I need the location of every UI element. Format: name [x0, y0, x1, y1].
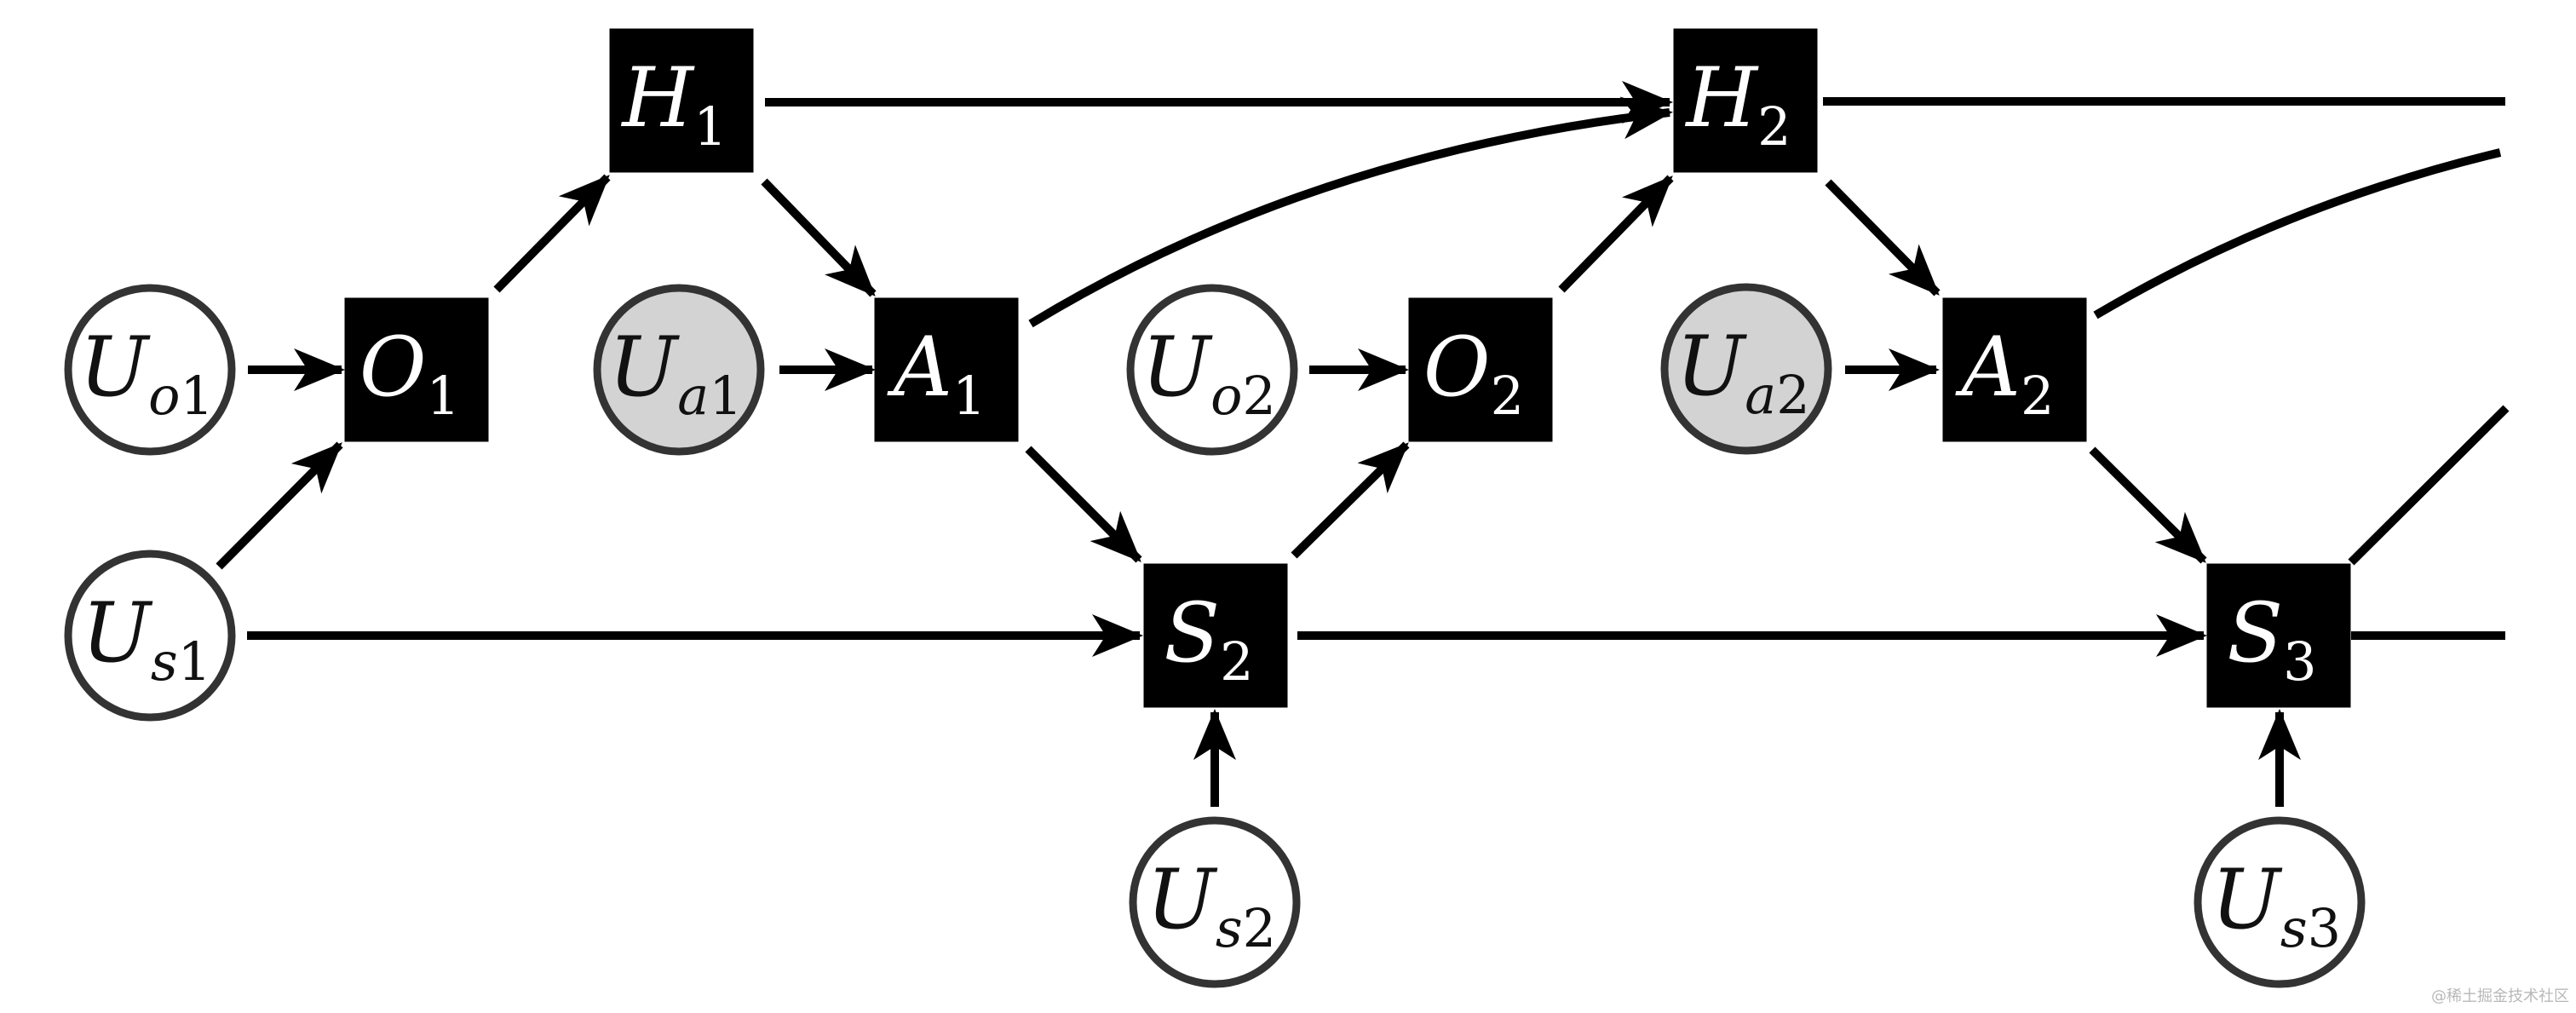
node-label-subscript-letter: a	[677, 365, 709, 427]
node-label-subscript-index: 2	[1242, 365, 1275, 427]
edge-a2-to-continues	[2093, 148, 2502, 319]
node-label-subscript-letter: s	[2280, 897, 2308, 959]
node-label-subscript-index: 2	[1776, 364, 1809, 426]
edge-s3-to-continues-up	[2348, 405, 2510, 566]
node-h2: H2	[1673, 28, 1818, 173]
node-us1: Us1	[64, 550, 236, 722]
node-label-subscript-index: 1	[427, 365, 460, 427]
edge-h2-to-a2	[1825, 179, 1941, 296]
node-label-subscript-index: 3	[2283, 630, 2316, 693]
edges-layer	[216, 81, 2510, 807]
node-label-subscript-index: 1	[178, 630, 211, 693]
node-label: H2	[1684, 50, 1791, 158]
node-label: A1	[887, 319, 986, 427]
node-o1: O1	[344, 297, 489, 442]
node-label-subscript-index: 1	[180, 365, 213, 427]
node-o2: O2	[1408, 297, 1553, 442]
node-label-main: U	[1147, 852, 1218, 947]
shaded-node-circle	[1660, 283, 1832, 455]
node-s2: S2	[1143, 563, 1288, 708]
node-box	[874, 297, 1019, 442]
node-uo2: Uo2	[1126, 284, 1298, 456]
node-box	[1942, 297, 2087, 442]
node-label: A2	[1955, 319, 2055, 427]
node-label-subscript-letter: o	[1210, 365, 1242, 427]
node-ua1: Ua1	[593, 284, 765, 456]
node-label-subscript-index: 1	[952, 365, 986, 427]
node-a1: A1	[874, 297, 1019, 442]
node-label: O2	[1423, 319, 1524, 427]
node-label-main: H	[620, 50, 695, 146]
node-label-main: U	[1676, 319, 1747, 414]
node-label: Ua1	[608, 319, 742, 427]
node-label: S3	[2227, 585, 2316, 693]
node-box	[609, 28, 754, 173]
node-box	[1408, 297, 1553, 442]
node-label-main: A	[1955, 319, 2021, 415]
node-box	[2206, 563, 2351, 708]
edge-a1-to-s2	[1025, 446, 1142, 563]
node-uo1: Uo1	[64, 284, 236, 456]
node-a2: A2	[1942, 297, 2087, 442]
node-label-subscript-letter: o	[148, 365, 180, 427]
edge-s2-to-o2	[1291, 441, 1410, 559]
node-us2: Us2	[1129, 816, 1301, 988]
node-label-main: O	[1423, 319, 1491, 415]
edge-a1-to-h2	[1028, 96, 1673, 328]
node-label-main: A	[887, 319, 952, 415]
node-label-main: S	[1164, 585, 1220, 681]
node-label: Uo1	[79, 319, 214, 427]
node-label-subscript-index: 1	[709, 365, 742, 427]
node-label: Ua2	[1676, 319, 1809, 426]
node-box	[1673, 28, 1818, 173]
node-label-subscript-index: 2	[1491, 365, 1524, 427]
node-ua2: Ua2	[1660, 283, 1832, 455]
watermark: @稀土掘金技术社区	[2431, 987, 2569, 1005]
node-label-subscript-index: 2	[1220, 630, 1253, 693]
edge-h1-to-a1	[761, 178, 877, 297]
node-label-subscript-letter: s	[1216, 897, 1243, 959]
edge-o1-to-h1	[493, 174, 611, 293]
node-label-main: S	[2227, 585, 2283, 681]
node-label-subscript-index: 2	[2021, 365, 2054, 427]
node-label: O1	[359, 319, 460, 427]
node-label-subscript-index: 3	[2308, 897, 2341, 959]
node-box	[1143, 563, 1288, 708]
node-us3: Us3	[2194, 816, 2366, 988]
node-label: H1	[620, 50, 727, 158]
node-h1: H1	[609, 28, 754, 173]
node-s3: S3	[2206, 563, 2351, 708]
node-label-main: U	[82, 585, 153, 681]
node-label-subscript-letter: s	[151, 630, 178, 693]
node-label-main: U	[79, 319, 151, 415]
shaded-node-circle	[593, 284, 765, 456]
node-circle	[64, 284, 236, 456]
node-label-subscript-index: 2	[1757, 95, 1791, 158]
node-label: Us3	[2211, 852, 2341, 959]
node-circle	[2194, 816, 2366, 988]
edge-o2-to-h2	[1558, 175, 1674, 293]
node-label-subscript-letter: a	[1745, 364, 1776, 426]
node-label-main: O	[359, 319, 427, 415]
node-label-main: U	[1141, 319, 1213, 415]
node-label-subscript-index: 2	[1243, 897, 1276, 959]
node-circle	[64, 550, 236, 722]
node-label-main: H	[1684, 50, 1759, 146]
node-label-main: U	[608, 319, 680, 415]
edge-us1-to-o1	[216, 441, 343, 570]
node-label-subscript-index: 1	[693, 95, 727, 158]
node-label: Us1	[82, 585, 211, 693]
node-box	[344, 297, 489, 442]
node-circle	[1129, 816, 1301, 988]
node-circle	[1126, 284, 1298, 456]
edge-a2-to-s3	[2089, 446, 2207, 564]
node-label: Uo2	[1141, 319, 1276, 427]
node-label: Us2	[1147, 852, 1276, 959]
node-label: S2	[1164, 585, 1253, 693]
node-label-main: U	[2211, 852, 2283, 947]
